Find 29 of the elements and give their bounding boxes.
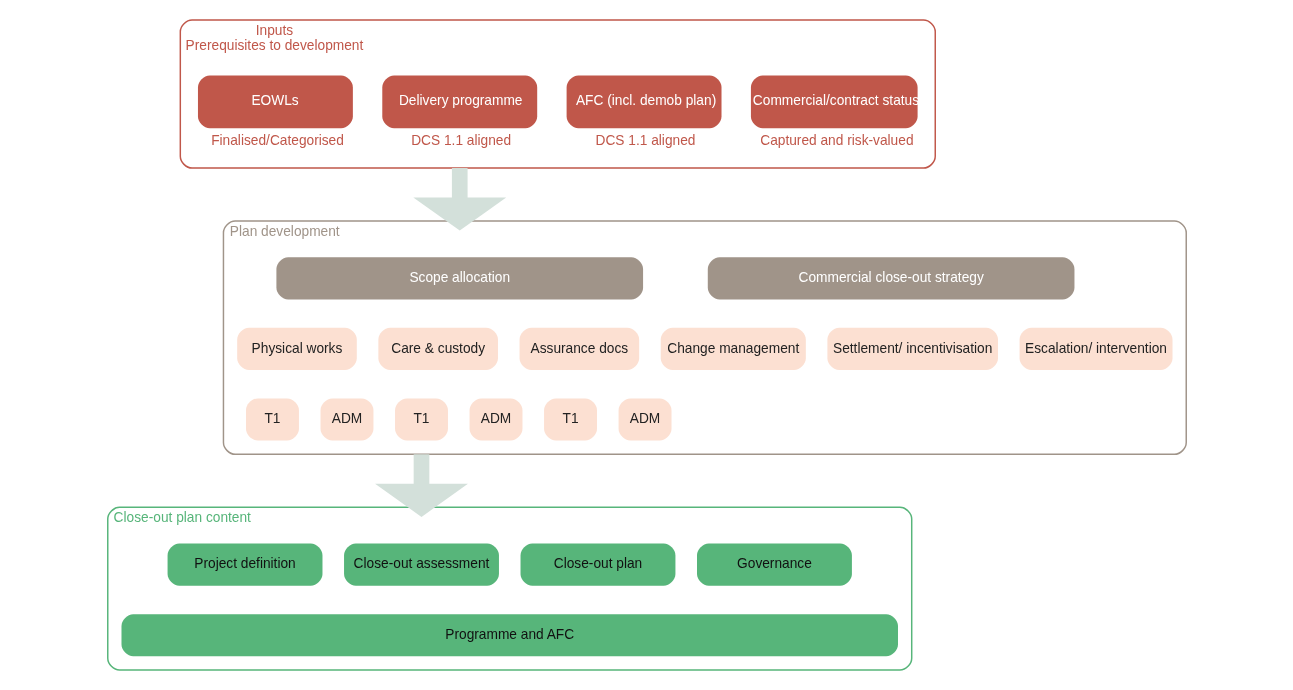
node-box: ADM [320, 398, 373, 441]
node-box: T1 [245, 398, 299, 441]
arrow [412, 168, 506, 231]
node-box: Programme and AFC [121, 614, 898, 657]
node-box: Commercial/contract status [750, 75, 918, 129]
node-box: Scope allocation [275, 257, 643, 300]
node-box: Escalation/ intervention [1019, 327, 1172, 370]
node-box: Assurance docs [519, 327, 639, 370]
node-box: Physical works [236, 327, 357, 370]
node-label: Finalised/Categorised [210, 133, 344, 149]
node-box: Governance [696, 543, 852, 586]
node-box: Close-out assessment [343, 543, 499, 586]
node-box: Change management [660, 327, 806, 370]
node-box: Commercial close-out strategy [707, 257, 1074, 300]
node-box: Project definition [167, 543, 322, 586]
node-box: EOWLs [197, 75, 353, 129]
node-box: Delivery programme [381, 75, 537, 129]
node-box: ADM [618, 398, 671, 441]
node-box: AFC (incl. demob plan) [566, 75, 721, 129]
node-box: Settlement/ incentivisation [826, 327, 998, 370]
arrow [374, 454, 468, 517]
node-box: ADM [469, 398, 522, 441]
node-label: Captured and risk-valued [759, 133, 914, 149]
node-label: DCS 1.1 aligned [410, 133, 511, 149]
node-box: Close-out plan [520, 543, 675, 586]
node-box: T1 [394, 398, 448, 441]
node-box: T1 [543, 398, 597, 441]
node-label: DCS 1.1 aligned [595, 133, 695, 149]
node-box: Care & custody [377, 327, 498, 370]
